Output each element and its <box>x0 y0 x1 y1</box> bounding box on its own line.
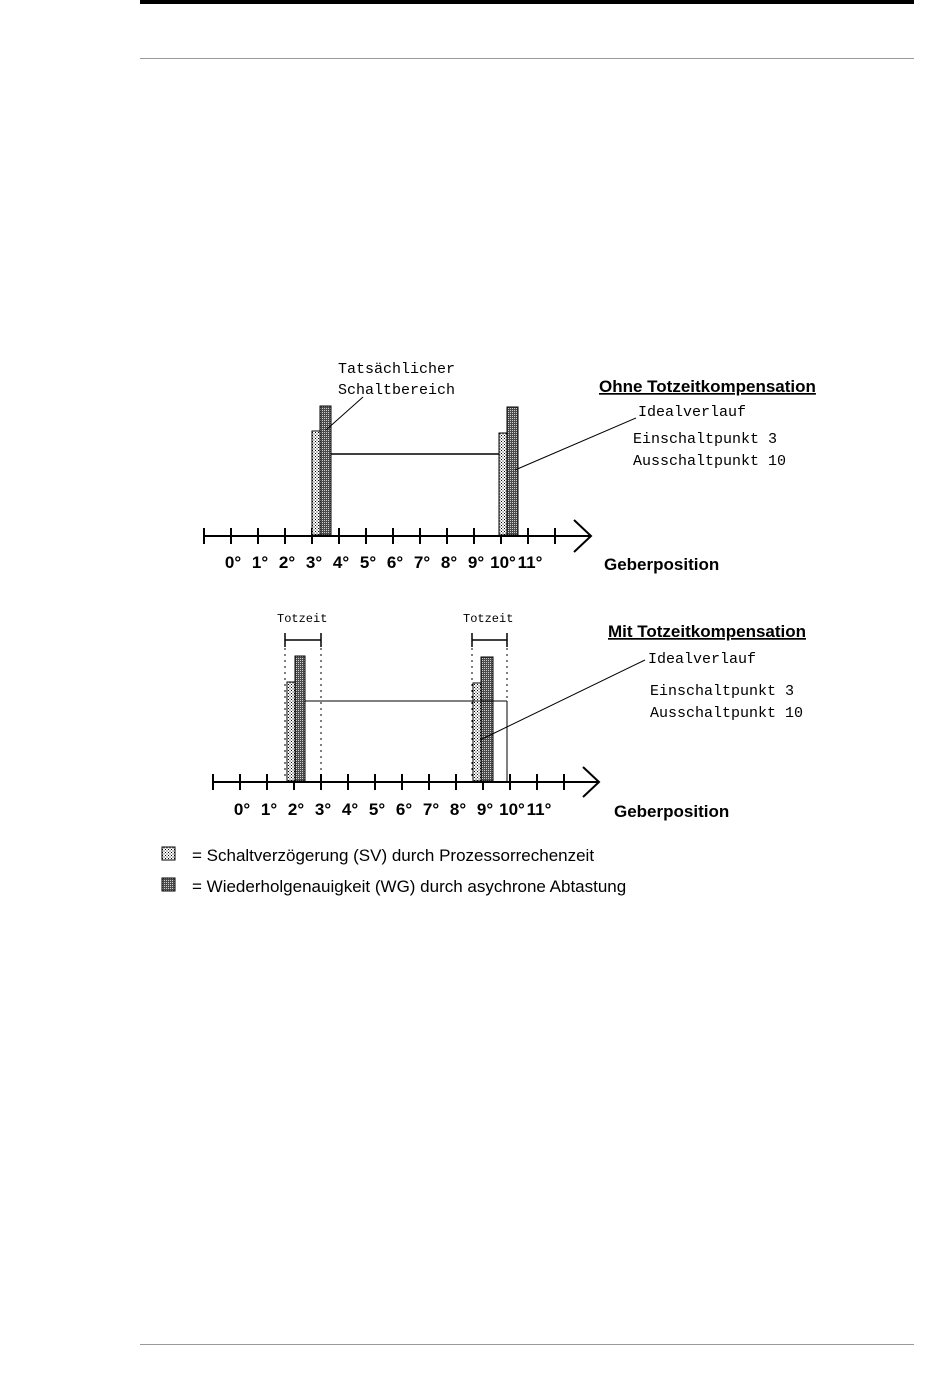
top-tick-label: 8° <box>441 553 457 572</box>
legend-sv-text: = Schaltverzögerung (SV) durch Prozessor… <box>192 846 594 865</box>
legend-sv-swatch <box>161 846 176 861</box>
top-sv-bar-off <box>498 432 508 536</box>
bottom-totzeit-left: Totzeit <box>277 612 327 626</box>
bottom-tick-label: 5° <box>369 800 385 819</box>
top-annotation-pointer <box>325 396 364 431</box>
top-tick-label: 6° <box>387 553 403 572</box>
bottom-ideal-pointer <box>479 659 646 741</box>
top-axis-label: Geberposition <box>604 555 719 574</box>
top-ideal-pointer <box>514 417 637 471</box>
top-axis-tick-labels: 0° 1° 2° 3° 4° 5° 6° 7° 8° 9° 10°11° <box>225 553 543 572</box>
top-diagram: 0° 1° 2° 3° 4° 5° 6° 7° 8° 9° 10°11° Tatsächlicher… <box>203 361 816 574</box>
top-title: Ohne Totzeitkompensation <box>599 377 816 396</box>
top-axis-ticks <box>203 528 556 544</box>
header-rule-thin <box>140 58 914 59</box>
top-tick-label: 9° <box>468 553 484 572</box>
bottom-ausschalt-label: Ausschaltpunkt 10 <box>650 705 803 722</box>
bottom-wg-bar-on <box>294 655 306 782</box>
bottom-wg-bar-off <box>480 656 494 782</box>
top-ideal-label: Idealverlauf <box>638 404 746 421</box>
bottom-sv-bar-on <box>286 681 296 782</box>
bottom-tick-label: 8° <box>450 800 466 819</box>
bottom-axis-label: Geberposition <box>614 802 729 821</box>
bottom-axis-tick-labels: 0° 1° 2° 3° 4° 5° 6° 7° 8° 9° 10°11° <box>234 800 552 819</box>
bottom-einschalt-label: Einschaltpunkt 3 <box>650 683 794 700</box>
top-axis-arrow <box>573 519 593 553</box>
bottom-tick-label: 9° <box>477 800 493 819</box>
top-tick-label: 5° <box>360 553 376 572</box>
legend: = Schaltverzögerung (SV) durch Prozessor… <box>161 846 626 896</box>
bottom-tick-label: 4° <box>342 800 358 819</box>
top-tick-label: 0° <box>225 553 241 572</box>
legend-wg-swatch <box>161 877 176 892</box>
bottom-title: Mit Totzeitkompensation <box>608 622 806 641</box>
top-ausschalt-label: Ausschaltpunkt 10 <box>633 453 786 470</box>
top-einschalt-label: Einschaltpunkt 3 <box>633 431 777 448</box>
legend-wg-text: = Wiederholgenauigkeit (WG) durch asychr… <box>192 877 626 896</box>
top-tick-label: 2° <box>279 553 295 572</box>
bottom-axis-arrow <box>582 766 601 798</box>
bottom-tick-label: 1° <box>261 800 277 819</box>
bottom-tick-label: 6° <box>396 800 412 819</box>
bottom-tick-label: 0° <box>234 800 250 819</box>
bottom-sv-bar-off <box>472 682 482 782</box>
bottom-totzeit-right: Totzeit <box>463 612 513 626</box>
bottom-tick-label: 10° <box>499 800 525 819</box>
top-annotation-line1: Tatsächlicher <box>338 361 455 378</box>
footer-rule <box>140 1344 914 1345</box>
top-sv-bar-on <box>311 430 321 536</box>
top-wg-bar-on <box>319 405 332 536</box>
bottom-diagram: 0° 1° 2° 3° 4° 5° 6° 7° 8° 9° 10°11° <box>212 612 806 821</box>
top-tick-label: 3° <box>306 553 322 572</box>
bottom-tick-label: 3° <box>315 800 331 819</box>
bottom-tick-label: 7° <box>423 800 439 819</box>
bottom-tick-label: 2° <box>288 800 304 819</box>
top-tick-label: 11° <box>518 553 543 572</box>
top-tick-label: 4° <box>333 553 349 572</box>
top-wg-bar-off <box>506 406 519 536</box>
bottom-tick-label: 11° <box>527 800 552 819</box>
top-annotation-line2: Schaltbereich <box>338 382 455 399</box>
top-tick-label: 7° <box>414 553 430 572</box>
bottom-ideal-label: Idealverlauf <box>648 651 756 668</box>
top-tick-label: 1° <box>252 553 268 572</box>
top-tick-label: 10° <box>490 553 516 572</box>
header-rule-thick <box>140 0 914 4</box>
